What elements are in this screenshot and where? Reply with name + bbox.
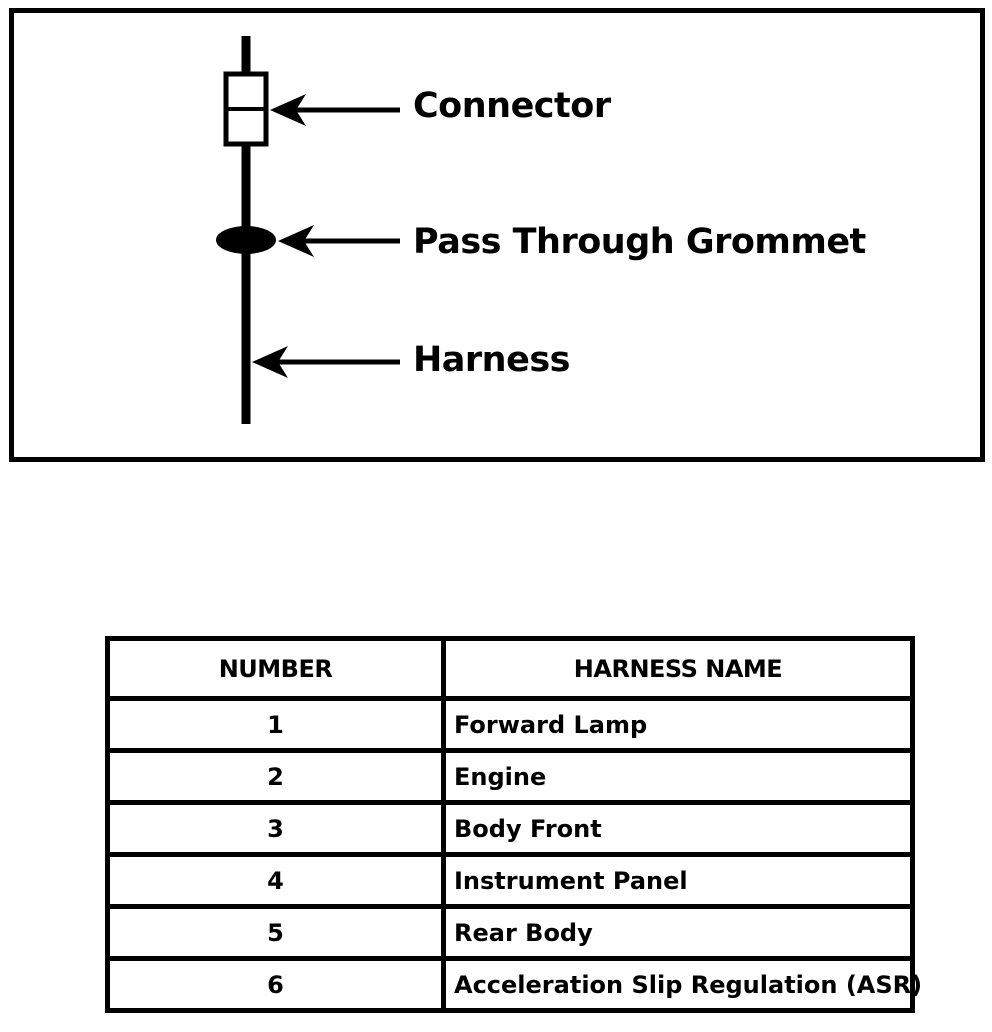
connector-arrow [270,94,400,126]
grommet-arrow [278,225,400,257]
harness-number-cell: 5 [105,904,446,961]
legend-box [9,8,985,462]
grommet-label: Pass Through Grommet [413,222,866,262]
harness-name-cell: Rear Body [441,904,915,961]
harness-number-cell: 1 [105,696,446,753]
table-row: 4 Instrument Panel [105,852,915,909]
harness-table: NUMBER HARNESS NAME 1 Forward Lamp 2 Eng… [105,636,922,1013]
harness-number-cell: 2 [105,748,446,805]
harness-name-cell: Acceleration Slip Regulation (ASR) [441,956,922,1013]
harness-name-cell: Engine [441,748,915,805]
connector-label: Connector [413,86,611,126]
grommet-symbol [216,226,276,254]
number-column-header: NUMBER [105,636,446,701]
harness-name-cell: Body Front [441,800,915,857]
table-row: 3 Body Front [105,800,915,857]
connector-symbol [223,71,269,147]
table-row: 6 Acceleration Slip Regulation (ASR) [105,956,922,1013]
table-row: 2 Engine [105,748,915,805]
legend-diagram [216,36,400,424]
harness-label: Harness [413,340,571,380]
harness-name-cell: Forward Lamp [441,696,915,753]
table-header-row: NUMBER HARNESS NAME [105,636,915,701]
harness-number-cell: 3 [105,800,446,857]
harness-name-column-header: HARNESS NAME [441,636,915,701]
harness-number-cell: 4 [105,852,446,909]
harness-number-cell: 6 [105,956,446,1013]
harness-arrow [252,346,400,378]
table-row: 5 Rear Body [105,904,915,961]
harness-name-cell: Instrument Panel [441,852,915,909]
table-row: 1 Forward Lamp [105,696,915,753]
